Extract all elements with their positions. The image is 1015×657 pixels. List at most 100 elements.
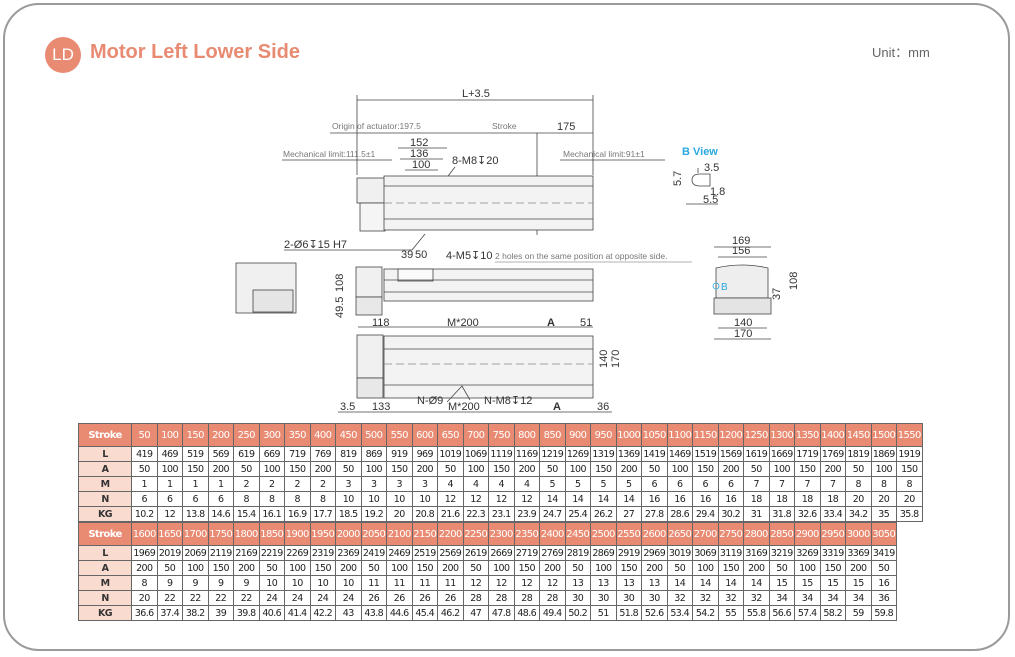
table-cell: 58.2 bbox=[819, 605, 846, 621]
table-cell: 100 bbox=[870, 461, 897, 477]
table-cell: 32 bbox=[666, 590, 693, 606]
table-cell: 12 bbox=[488, 575, 515, 591]
table-cell: 53.4 bbox=[666, 605, 693, 621]
table-cell: 200 bbox=[131, 560, 158, 576]
table-cell: 20 bbox=[131, 590, 158, 606]
table-cell: 15.4 bbox=[233, 506, 260, 522]
table-cell: 6 bbox=[692, 476, 719, 492]
table-cell: 9 bbox=[182, 575, 209, 591]
table-cell: 150 bbox=[615, 560, 642, 576]
table-cell: 500 bbox=[360, 423, 387, 447]
row-header: N bbox=[78, 491, 132, 507]
table-cell: 26 bbox=[360, 590, 387, 606]
table-cell: 150 bbox=[717, 560, 744, 576]
table-cell: 22 bbox=[233, 590, 260, 606]
table-cell: 26.2 bbox=[590, 506, 617, 522]
table-cell: 1669 bbox=[768, 446, 795, 462]
table-cell: 1919 bbox=[896, 446, 923, 462]
origin-label: Origin of actuator:197.5 bbox=[332, 121, 421, 131]
table-cell: 20 bbox=[386, 506, 413, 522]
table-cell: 1900 bbox=[284, 522, 311, 546]
table-cell: 1800 bbox=[233, 522, 260, 546]
row-header: KG bbox=[78, 506, 132, 522]
table-cell: 2150 bbox=[411, 522, 438, 546]
table-cell: 200 bbox=[411, 461, 438, 477]
table-cell: 42.2 bbox=[309, 605, 336, 621]
table-cell: 2319 bbox=[309, 545, 336, 561]
table-cell: 569 bbox=[207, 446, 234, 462]
table-cell: 200 bbox=[233, 560, 260, 576]
table-cell: 26 bbox=[386, 590, 413, 606]
table-cell: 1000 bbox=[615, 423, 642, 447]
table-cell: 2219 bbox=[258, 545, 285, 561]
table-cell: 51 bbox=[590, 605, 617, 621]
table-cell: 50 bbox=[156, 560, 183, 576]
table-cell: 1519 bbox=[692, 446, 719, 462]
table-cell: 50 bbox=[131, 461, 158, 477]
table-cell: 2100 bbox=[386, 522, 413, 546]
table-cell: 2350 bbox=[513, 522, 540, 546]
table-cell: 2 bbox=[309, 476, 336, 492]
table-cell: 35.8 bbox=[896, 506, 923, 522]
table-cell: 150 bbox=[692, 461, 719, 477]
table-cell: 22 bbox=[156, 590, 183, 606]
table-cell: 32 bbox=[692, 590, 719, 606]
table-cell: 1150 bbox=[692, 423, 719, 447]
table-cell: 24 bbox=[335, 590, 362, 606]
table-cell: 9 bbox=[233, 575, 260, 591]
table-cell: 7 bbox=[768, 476, 795, 492]
n-m8-holes: N-M8↧12 bbox=[484, 395, 532, 407]
table-cell: 14.6 bbox=[207, 506, 234, 522]
table-cell: 3369 bbox=[845, 545, 872, 561]
table-cell: 11 bbox=[360, 575, 387, 591]
pins-label: 2-Ø6↧15 H7 bbox=[284, 239, 347, 251]
table-cell: 2269 bbox=[284, 545, 311, 561]
table-cell: 36 bbox=[870, 590, 897, 606]
table-cell: 8 bbox=[233, 491, 260, 507]
table-cell: 4 bbox=[437, 476, 464, 492]
table-cell: 14 bbox=[539, 491, 566, 507]
table-cell: 1650 bbox=[156, 522, 183, 546]
table-cell: 8 bbox=[284, 491, 311, 507]
table-cell: 3 bbox=[411, 476, 438, 492]
table-cell: 150 bbox=[794, 461, 821, 477]
table-cell: 1350 bbox=[794, 423, 821, 447]
table-cell: 150 bbox=[309, 560, 336, 576]
table-cell: 5 bbox=[564, 476, 591, 492]
table-cell: 969 bbox=[411, 446, 438, 462]
table-cell: 16.1 bbox=[258, 506, 285, 522]
table-cell: 14 bbox=[666, 575, 693, 591]
table-cell: 100 bbox=[666, 461, 693, 477]
holes-8-m8: 8-M8↧20 bbox=[452, 155, 499, 167]
table-cell: 33.4 bbox=[819, 506, 846, 522]
table-cell: 12 bbox=[539, 575, 566, 591]
table-cell: 54.2 bbox=[692, 605, 719, 621]
row-header: M bbox=[78, 575, 132, 591]
table-cell: 1469 bbox=[666, 446, 693, 462]
table-cell: 23.1 bbox=[488, 506, 515, 522]
dim-39: 39 bbox=[401, 249, 413, 261]
table-cell: 619 bbox=[233, 446, 260, 462]
table-cell: 8 bbox=[845, 476, 872, 492]
table-cell: 13.8 bbox=[182, 506, 209, 522]
table-cell: 25.4 bbox=[564, 506, 591, 522]
table-cell: 300 bbox=[258, 423, 285, 447]
table-cell: 419 bbox=[131, 446, 158, 462]
table-cell: 2500 bbox=[590, 522, 617, 546]
table-cell: 16 bbox=[641, 491, 668, 507]
table-cell: 12 bbox=[437, 491, 464, 507]
row-header: M bbox=[78, 476, 132, 492]
page-title: Motor Left Lower Side bbox=[90, 41, 300, 63]
table-cell: 14 bbox=[743, 575, 770, 591]
table-cell: 1019 bbox=[437, 446, 464, 462]
table-cell: 100 bbox=[360, 461, 387, 477]
table-cell: 100 bbox=[182, 560, 209, 576]
table-cell: 16.9 bbox=[284, 506, 311, 522]
table-cell: 39 bbox=[207, 605, 234, 621]
table-cell: 11 bbox=[437, 575, 464, 591]
table-cell: 2400 bbox=[539, 522, 566, 546]
table-cell: 9 bbox=[156, 575, 183, 591]
table-cell: 50 bbox=[131, 423, 158, 447]
